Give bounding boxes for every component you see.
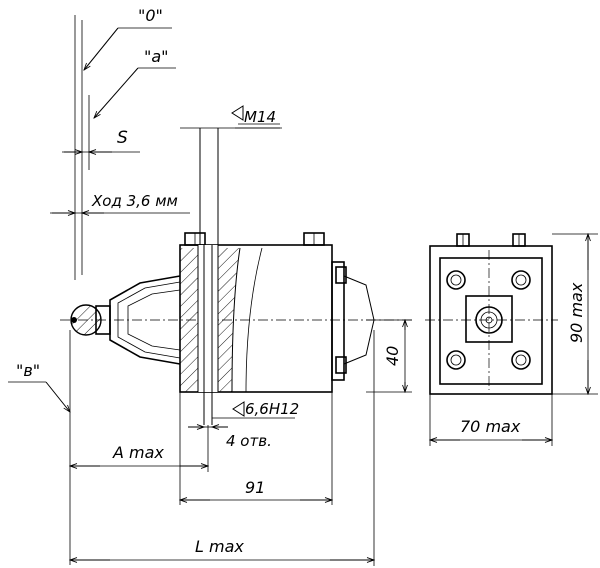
label-stroke-s: S	[117, 128, 128, 148]
dim-91	[180, 380, 332, 505]
position-leaders	[8, 15, 176, 565]
label-thread-lower: 6,6H12	[245, 400, 299, 418]
label-dim-70-max: 70 max	[460, 417, 521, 436]
label-thread-upper: M14	[244, 108, 276, 126]
label-dim-90-max: 90 max	[567, 282, 586, 343]
a-max-dimension	[70, 425, 208, 472]
label-l-max: L max	[195, 537, 244, 556]
label-a-max: A max	[112, 443, 164, 462]
label-position-a: "a"	[144, 47, 169, 66]
end-view	[425, 233, 558, 395]
bottom-hole	[203, 392, 213, 425]
dim-70-max	[430, 394, 552, 446]
label-position-o: "0"	[138, 6, 163, 25]
label-stroke-travel: Ход 3,6 мм	[91, 192, 178, 210]
dim-l-max	[70, 330, 374, 566]
dim-90-max	[552, 234, 598, 394]
label-position-v: "в"	[16, 361, 40, 380]
side-view	[60, 127, 412, 393]
thread-upper-callout	[231, 105, 282, 129]
thread-lower-callout	[188, 401, 295, 427]
label-dim-40: 40	[383, 346, 402, 366]
label-dim-91: 91	[245, 478, 265, 497]
label-holes-count: 4 отв.	[226, 432, 272, 450]
